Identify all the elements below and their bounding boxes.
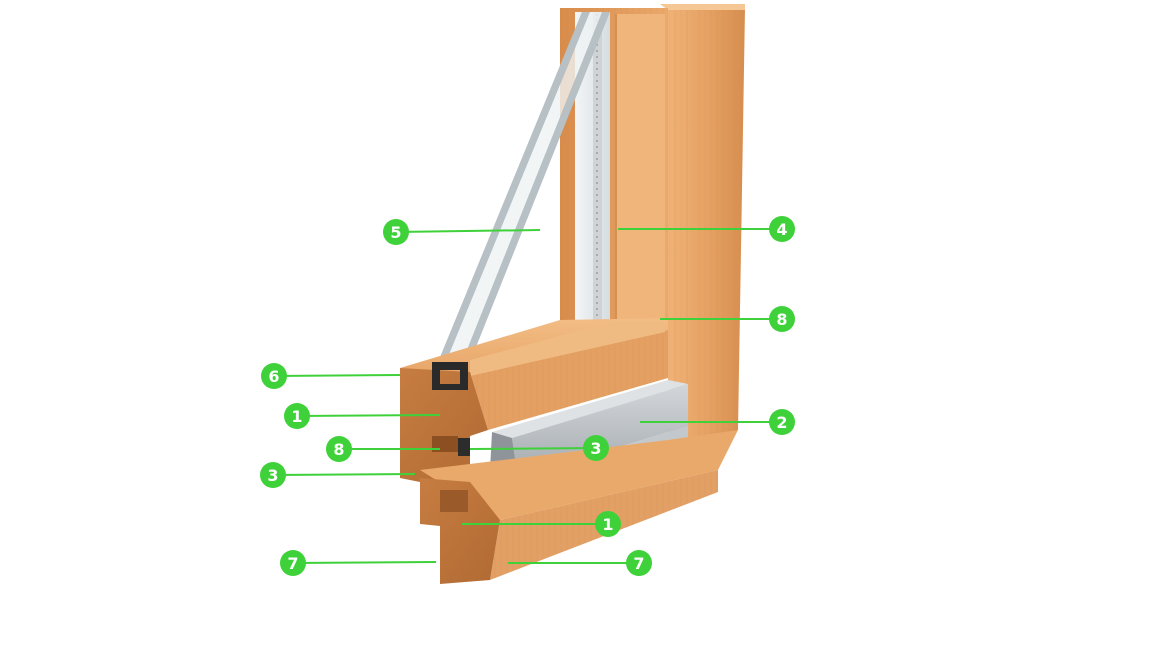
callout-badge-c3b: 3 [260,462,286,488]
glazing-unit [438,12,610,362]
callout-number: 7 [287,554,298,573]
callout-badge-c8a: 8 [769,306,795,332]
callout-badge-c7a: 7 [280,550,306,576]
sash-seal [458,438,470,456]
callout-circle [769,409,795,435]
callout-leader-c6 [273,374,401,377]
glass-diagonal-pane-outer [438,12,590,362]
glass-face [446,12,602,362]
callout-badge-c5: 5 [383,219,409,245]
callout-badges: 5 4 8 6 1 2 8 3 3 1 7 7 [260,216,795,576]
callout-number: 7 [633,554,644,573]
frame-top-end [660,4,745,10]
callout-number: 3 [590,439,601,458]
callout-number: 8 [333,440,344,459]
glass-seal [432,362,468,390]
outer-frame [660,4,745,460]
sill-groove [440,490,468,512]
sash-horizontal [400,318,668,482]
sill-top [420,430,738,520]
callout-badge-c1b: 1 [595,511,621,537]
callout-circle [769,216,795,242]
callout-circle [626,550,652,576]
callout-circle [284,403,310,429]
callout-badge-c8b: 8 [326,436,352,462]
callout-leader-c3b [272,473,416,476]
callout-leader-c7a [292,561,437,564]
glass-bead-horizontal [470,322,665,376]
callout-number: 4 [776,220,787,239]
callout-circle [769,306,795,332]
callout-number: 1 [602,515,613,534]
callout-circle [583,435,609,461]
callout-leader-c3a [469,447,597,450]
callout-badge-c2: 2 [769,409,795,435]
callout-number: 5 [390,223,401,242]
callout-leaders [272,228,782,564]
sash-rail-grain [470,330,668,430]
callout-number: 8 [776,310,787,329]
glass-spacer [593,12,602,322]
alu-top [492,380,688,438]
callout-circle [261,363,287,389]
callout-badge-c1a: 1 [284,403,310,429]
glass-diagonal-pane-inner [462,12,610,362]
callout-circle [280,550,306,576]
callout-number: 6 [268,367,279,386]
callout-badge-c3a: 3 [583,435,609,461]
callout-circle [595,511,621,537]
callout-circle [383,219,409,245]
callout-badge-c6: 6 [261,363,287,389]
callout-leader-c5 [395,229,541,233]
glass-bead-vertical [615,14,665,330]
callout-leader-c1a [296,414,441,417]
frame-vertical-grain [668,8,745,460]
callout-number: 3 [267,466,278,485]
callout-badge-c7b: 7 [626,550,652,576]
callout-circle [260,462,286,488]
callout-number: 2 [776,413,787,432]
callout-badge-c4: 4 [769,216,795,242]
callout-number: 1 [291,407,302,426]
callout-circle [326,436,352,462]
